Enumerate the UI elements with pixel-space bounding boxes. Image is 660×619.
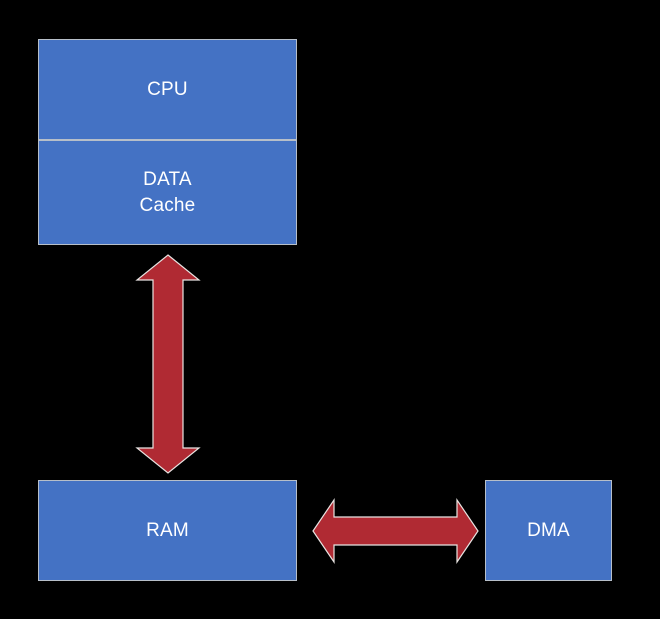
double-headed-arrow-horizontal-icon <box>312 498 479 564</box>
block-data-cache-label: DATA Cache <box>139 168 196 216</box>
block-dma-label: DMA <box>527 519 570 541</box>
block-cpu-label: CPU <box>147 78 188 100</box>
block-ram[interactable]: RAM <box>38 480 297 581</box>
block-data-cache[interactable]: DATA Cache <box>38 140 297 245</box>
block-ram-label: RAM <box>146 519 189 541</box>
block-dma[interactable]: DMA <box>485 480 612 581</box>
arrow-vertical-shape <box>135 254 201 474</box>
double-headed-arrow-vertical-icon <box>135 254 201 474</box>
arrow-horizontal-shape <box>312 498 479 564</box>
block-cpu[interactable]: CPU <box>38 39 297 140</box>
